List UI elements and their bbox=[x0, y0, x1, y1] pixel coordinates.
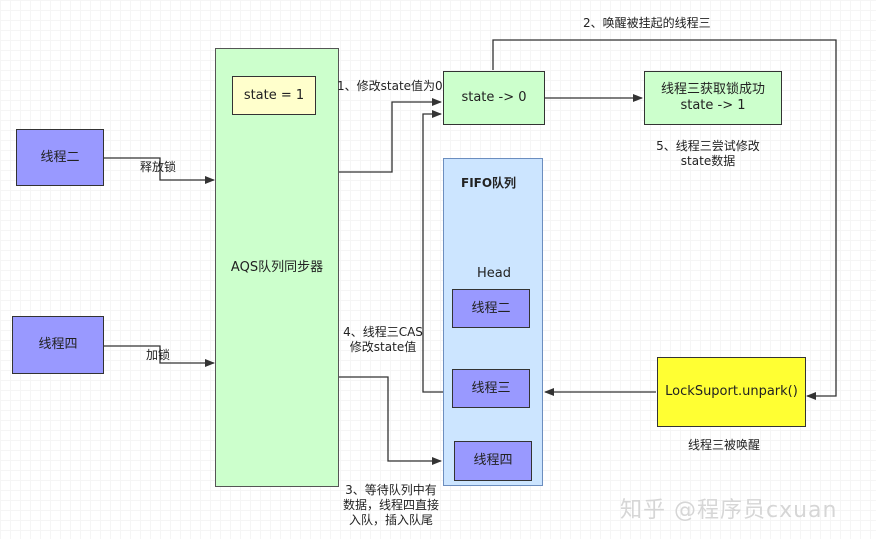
watermark: 知乎 @程序员cxuan bbox=[620, 498, 838, 523]
step1-arrow bbox=[339, 98, 442, 173]
step4-label: 4、线程三CAS 修改state值 bbox=[333, 325, 433, 355]
step3-label-line3: 入队，插入队尾 bbox=[348, 513, 433, 527]
step1-label: 1、修改state值为0 bbox=[337, 79, 443, 93]
fifo-thread-two-label: 线程二 bbox=[471, 300, 511, 316]
step3-label-line2: 数据，线程四直接 bbox=[342, 498, 439, 512]
thread-three-success-box: 线程三获取锁成功 state -> 1 bbox=[644, 71, 782, 125]
acquire-lock-label: 加锁 bbox=[146, 348, 171, 362]
fifo-thread-two-box: 线程二 bbox=[452, 289, 530, 328]
step4-label-line2: 修改state值 bbox=[349, 340, 417, 354]
step4-label-line1: 4、线程三CAS bbox=[343, 325, 423, 339]
fifo-head-label: Head bbox=[477, 266, 511, 281]
step5-label-line1: 5、线程三尝试修改 bbox=[656, 139, 760, 153]
fifo-thread-three-label: 线程三 bbox=[471, 380, 511, 396]
state-equals-one-label: state = 1 bbox=[243, 87, 305, 103]
step2-arrow bbox=[492, 39, 837, 400]
unpark-label: LockSuport.unpark() bbox=[665, 384, 798, 399]
thread-four-label: 线程四 bbox=[38, 337, 78, 352]
fifo-queue-title: FIFO队列 bbox=[461, 176, 517, 190]
fifo-thread-four-label: 线程四 bbox=[473, 453, 513, 468]
state-to-zero-label: state -> 0 bbox=[461, 90, 527, 105]
fifo-thread-three-box: 线程三 bbox=[452, 369, 530, 408]
state-to-zero-box: state -> 0 bbox=[443, 71, 545, 125]
step5-label: 5、线程三尝试修改 state数据 bbox=[640, 139, 776, 169]
step3-label: 3、等待队列中有 数据，线程四直接 入队，插入队尾 bbox=[328, 483, 454, 528]
step3-arrow bbox=[339, 376, 442, 465]
thread-two-label: 线程二 bbox=[40, 149, 80, 165]
thread-three-success-line1: 线程三获取锁成功 bbox=[660, 82, 765, 97]
thread-three-awakened-label: 线程三被唤醒 bbox=[688, 438, 761, 452]
state-equals-one-box: state = 1 bbox=[232, 76, 316, 115]
thread-two-box: 线程二 bbox=[16, 129, 104, 186]
thread-four-box: 线程四 bbox=[12, 316, 104, 374]
aqs-synchronizer-box: AQS队列同步器 bbox=[215, 48, 339, 487]
unpark-box: LockSuport.unpark() bbox=[657, 357, 806, 427]
step5-label-line2: state数据 bbox=[680, 154, 736, 168]
step4-arrow bbox=[422, 110, 452, 393]
release-lock-arrow bbox=[104, 157, 215, 184]
release-lock-label: 释放锁 bbox=[140, 160, 177, 174]
step2-label: 2、唤醒被挂起的线程三 bbox=[583, 16, 711, 30]
acquire-lock-arrow bbox=[104, 345, 215, 367]
thread-three-success-line2: state -> 1 bbox=[680, 98, 746, 113]
fifo-thread-four-box: 线程四 bbox=[454, 441, 532, 481]
step3-label-line1: 3、等待队列中有 bbox=[345, 483, 437, 497]
aqs-label: AQS队列同步器 bbox=[230, 259, 324, 275]
